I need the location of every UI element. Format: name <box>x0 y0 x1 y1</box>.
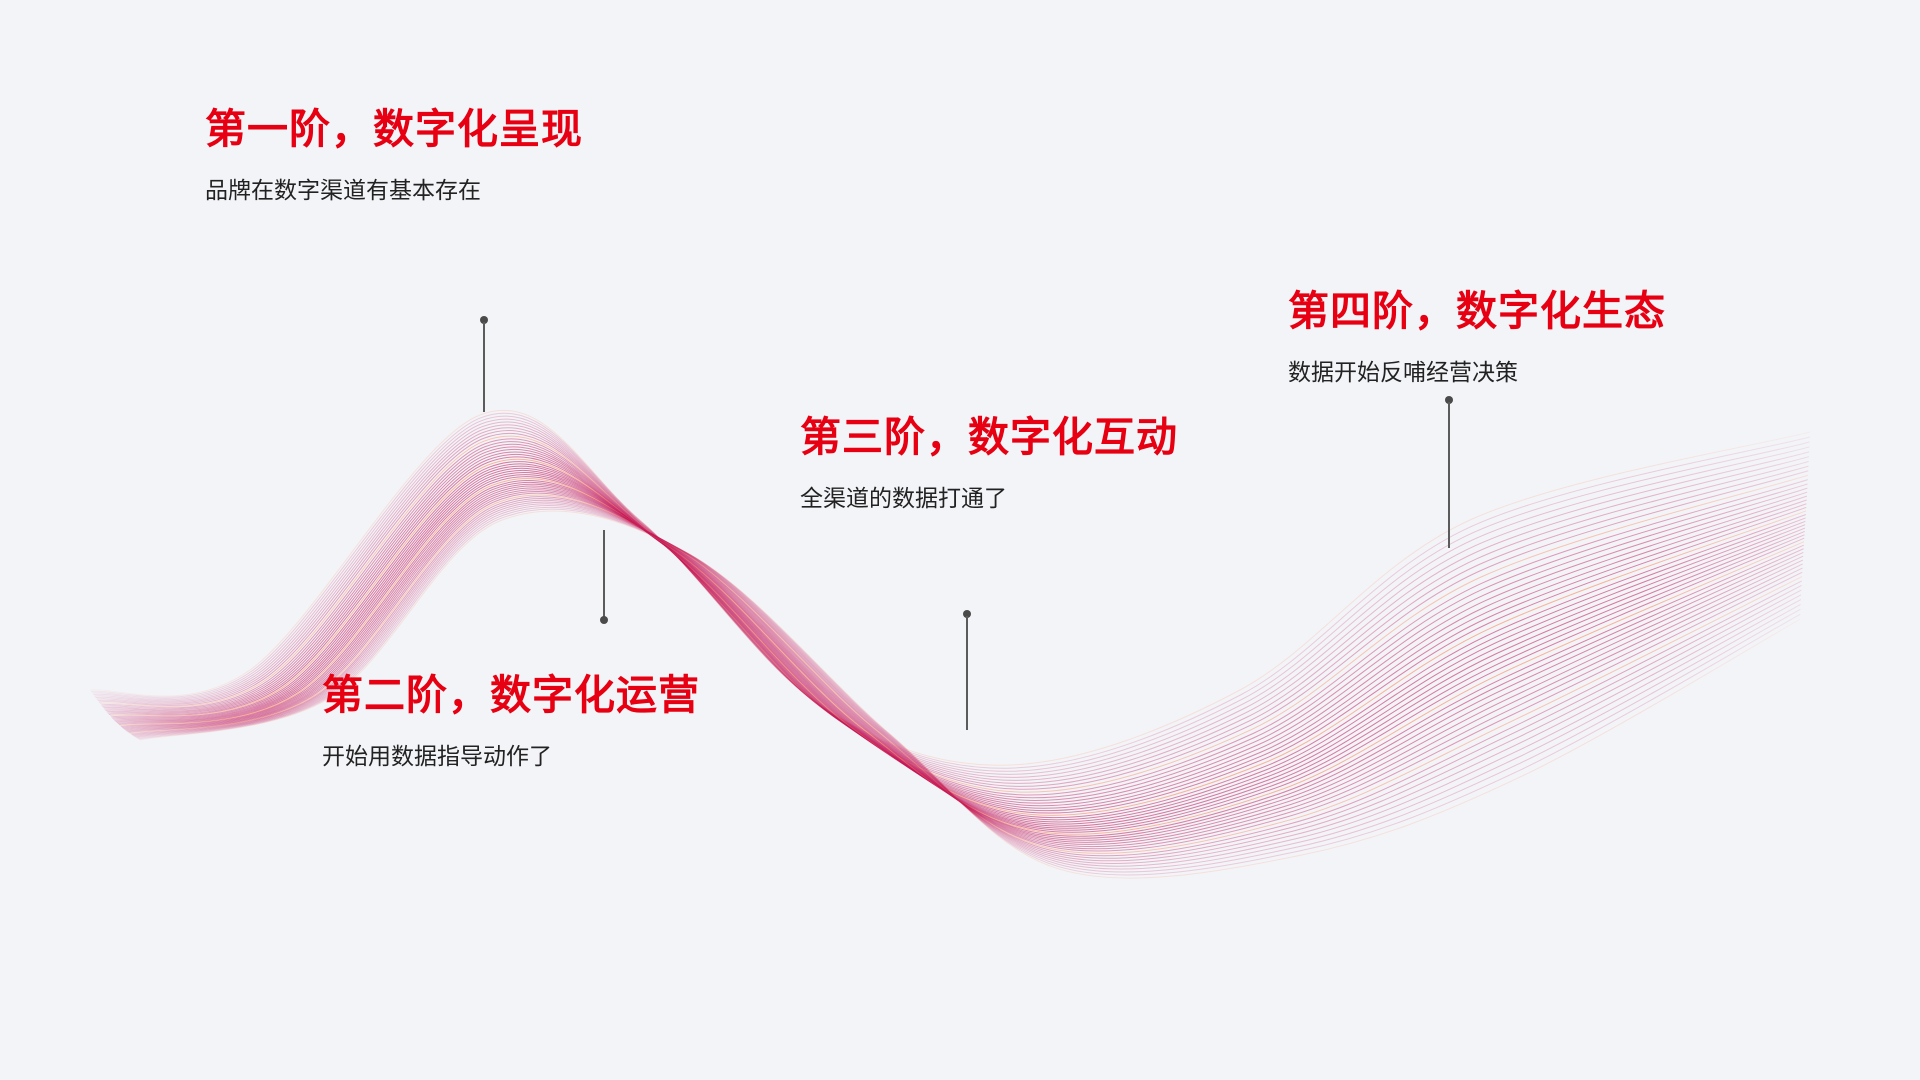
connector-dot-stage-2 <box>600 616 608 624</box>
stage-2-title: 第二阶，数字化运营 <box>322 671 700 719</box>
connector-line-stage-4 <box>1448 402 1450 548</box>
connector-line-stage-1 <box>483 322 485 412</box>
stage-3-title: 第三阶，数字化互动 <box>800 413 1178 461</box>
connector-dot-stage-4 <box>1445 396 1453 404</box>
stage-4: 第四阶，数字化生态 数据开始反哺经营决策 <box>1288 287 1666 387</box>
stage-2-description: 开始用数据指导动作了 <box>322 744 552 771</box>
stage-1-title: 第一阶，数字化呈现 <box>205 105 583 153</box>
stage-1-description: 品牌在数字渠道有基本存在 <box>205 178 481 205</box>
stage-1: 第一阶，数字化呈现 品牌在数字渠道有基本存在 <box>205 105 583 205</box>
stage-3: 第三阶，数字化互动 全渠道的数据打通了 <box>800 413 1178 513</box>
connector-line-stage-3 <box>966 616 968 730</box>
stage-2: 第二阶，数字化运营 开始用数据指导动作了 <box>322 671 700 771</box>
connector-dot-stage-3 <box>963 610 971 618</box>
connector-dot-stage-1 <box>480 316 488 324</box>
stage-4-description: 数据开始反哺经营决策 <box>1288 360 1518 387</box>
stage-4-title: 第四阶，数字化生态 <box>1288 287 1666 335</box>
stage-3-description: 全渠道的数据打通了 <box>800 486 1007 513</box>
connector-line-stage-2 <box>603 530 605 618</box>
